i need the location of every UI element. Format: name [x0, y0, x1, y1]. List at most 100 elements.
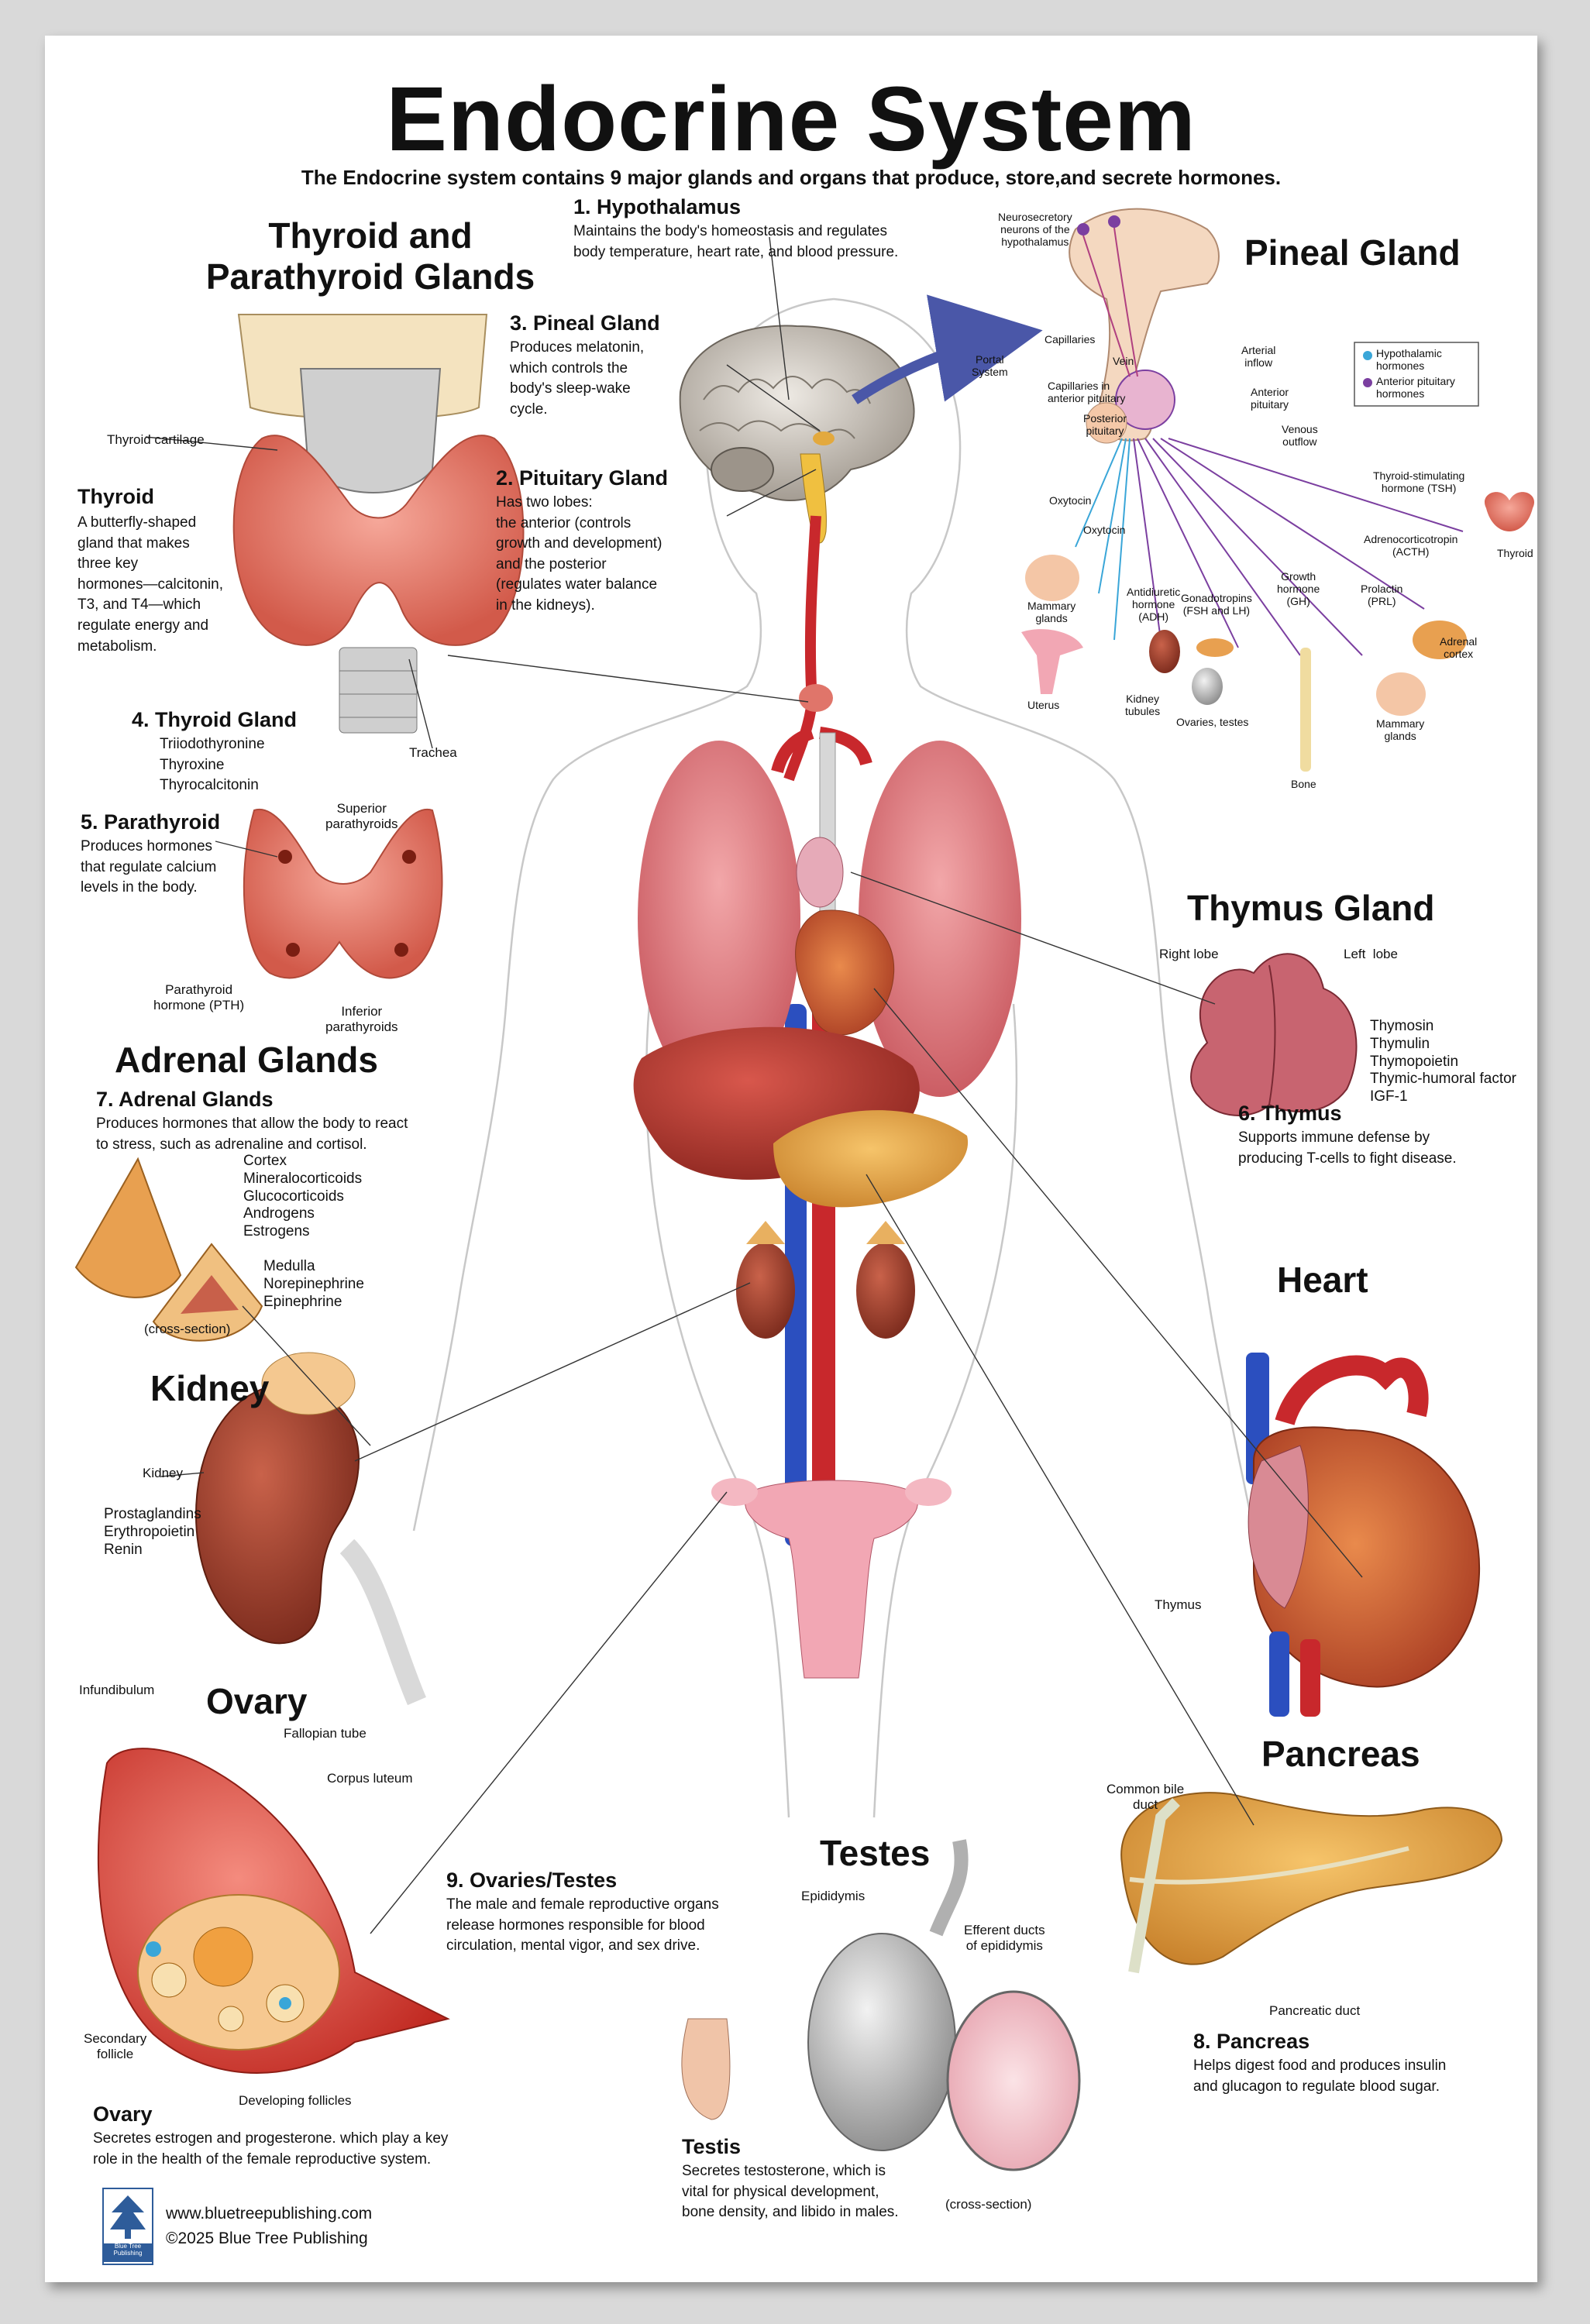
heart-thymus-label: Thymus: [1155, 1597, 1202, 1612]
fallopian-label: Fallopian tube: [284, 1726, 367, 1741]
efferent-ducts-label: Efferent ducts of epididymis: [964, 1923, 1045, 1954]
gonadotropins-label: Gonadotropins (FSH and LH): [1181, 592, 1252, 617]
adrenal-heading: Adrenal Glands: [115, 1040, 378, 1080]
hypothalamus-desc: Maintains the body's homeostasis and reg…: [573, 223, 899, 260]
uterus-label: Uterus: [1027, 699, 1060, 711]
capillaries-label: Capillaries: [1045, 333, 1096, 346]
parathyroid-desc: Produces hormones that regulate calcium …: [81, 838, 217, 896]
thyroid-illustration: [232, 314, 525, 734]
thyroid-desc: A butterfly-shaped gland that makes thre…: [77, 514, 223, 655]
footer-url[interactable]: www.bluetreepublishing.com: [166, 2205, 373, 2223]
adrenal-desc: Produces hormones that allow the body to…: [96, 1116, 408, 1153]
ovary-title: Ovary: [93, 2102, 153, 2126]
prolactin-label: Prolactin (PRL): [1361, 583, 1403, 608]
testis-cross-section: (cross-section): [945, 2197, 1032, 2212]
pineal-hormone-lines: [1075, 438, 1464, 656]
portal-system-label: Portal System: [972, 353, 1008, 379]
pineal-item-desc: Produces melatonin, which controls the b…: [510, 339, 645, 418]
page-title: Endocrine System: [386, 68, 1196, 170]
pineal-target-organs: [1021, 492, 1535, 772]
bone-label: Bone: [1291, 778, 1316, 790]
thymus-illustration: [1190, 953, 1358, 1116]
pancreas-title: 8. Pancreas: [1193, 2030, 1310, 2053]
pineal-legend-box: [1354, 342, 1479, 407]
thymus-hormones: Thymosin Thymulin Thymopoietin Thymic-hu…: [1370, 1018, 1516, 1105]
pituitary-desc: Has two lobes: the anterior (controls gr…: [496, 494, 662, 614]
pancreatic-duct-label: Pancreatic duct: [1269, 2003, 1361, 2018]
testes-illustration: [681, 1839, 1081, 2171]
right-lobe-label: Right lobe: [1159, 947, 1219, 961]
pineal-diagram: [1069, 208, 1220, 444]
thyroid-gland-hormones: Triiodothyronine Thyroxine Thyrocalciton…: [160, 736, 265, 794]
heart-illustration: [1246, 1353, 1480, 1717]
epididymis-label: Epididymis: [801, 1889, 866, 1903]
thyroid-gland-title: 4. Thyroid Gland: [132, 708, 298, 731]
mammary-glands-label-1: Mammary glands: [1027, 600, 1076, 625]
tree-logo-icon: [110, 2195, 146, 2239]
kidney-illustration: [195, 1352, 426, 1706]
pancreas-illustration: [1120, 1792, 1503, 1974]
footer-copyright: ©2025 Blue Tree Publishing: [166, 2229, 368, 2247]
publisher-logo: Blue Tree Publishing: [102, 2188, 153, 2265]
anterior-pituitary-label: Anterior pituitary: [1251, 386, 1289, 411]
ovary-heading: Ovary: [206, 1681, 308, 1721]
corpus-luteum-label: Corpus luteum: [327, 1771, 413, 1786]
adrenal-cortex-list: Cortex Mineralocorticoids Glucocorticoid…: [243, 1153, 363, 1240]
adrenal-cross-section: (cross-section): [144, 1322, 231, 1336]
parathyroid-title: 5. Parathyroid: [81, 810, 221, 834]
kidney-tubules-label: Kidney tubules: [1125, 693, 1161, 718]
brain-illustration: [679, 325, 915, 544]
superior-parathyroids-label: Superior parathyroids: [325, 801, 398, 832]
pancreas-heading: Pancreas: [1261, 1734, 1420, 1774]
left-lobe-label: Left lobe: [1344, 947, 1398, 961]
thymus-title: 6. Thymus: [1238, 1102, 1342, 1125]
oxytocin-label-2: Oxytocin: [1083, 524, 1126, 536]
page-subtitle: The Endocrine system contains 9 major gl…: [301, 166, 1282, 189]
logo-text: Blue Tree Publishing: [104, 2243, 152, 2262]
arrow-to-pineal: [852, 294, 1043, 404]
common-bile-duct-label: Common bile duct: [1106, 1782, 1185, 1813]
pancreas-desc: Helps digest food and produces insulin a…: [1193, 2058, 1447, 2095]
oxytocin-label-1: Oxytocin: [1049, 494, 1092, 507]
vein-label: Vein: [1113, 355, 1134, 367]
leader-lines: [145, 236, 1363, 1934]
right-lung: [859, 741, 1021, 1097]
pituitary-title: 2. Pituitary Gland: [496, 466, 669, 490]
capillaries-anterior-label: Capillaries in anterior pituitary: [1048, 380, 1126, 405]
developing-follicles-label: Developing follicles: [239, 2093, 352, 2108]
ovaries-testes-label: Ovaries, testes: [1176, 716, 1249, 728]
pancreas-body: [773, 1110, 969, 1208]
adrenal-illustration: [74, 1157, 263, 1342]
pineal-heading: Pineal Gland: [1244, 232, 1461, 273]
testis-desc: Secretes testosterone, which is vital fo…: [682, 2163, 899, 2221]
kidney-heading: Kidney: [150, 1368, 270, 1408]
pth-label: Parathyroid hormone (PTH): [153, 982, 245, 1013]
secondary-follicle-label: Secondary follicle: [84, 2031, 147, 2062]
adh-label: Antidiuretic hormone (ADH): [1127, 586, 1181, 624]
adrenal-medulla-list: Medulla Norepinephrine Epinephrine: [263, 1258, 364, 1310]
venous-outflow-label: Venous outflow: [1282, 423, 1318, 449]
ovary-desc: Secretes estrogen and progesterone. whic…: [93, 2130, 449, 2168]
ovaries-testes-title: 9. Ovaries/Testes: [446, 1868, 618, 1892]
left-lung: [638, 741, 800, 1097]
parathyroid-illustration: [243, 808, 443, 979]
tsh-label: Thyroid-stimulating hormone (TSH): [1373, 469, 1465, 495]
legend-hypothalamic: Hypothalamic hormones: [1376, 347, 1442, 373]
neurosecretory-label: Neurosecretory neurons of the hypothalam…: [998, 211, 1072, 249]
inferior-parathyroids-label: Inferior parathyroids: [325, 1004, 398, 1035]
thyroid-heading: Thyroid and Parathyroid Glands: [205, 215, 535, 297]
kidney-hormones: Prostaglandins Erythropoietin Renin: [104, 1506, 201, 1558]
poster: Endocrine System The Endocrine system co…: [45, 36, 1537, 2282]
mammary-glands-label-2: Mammary glands: [1376, 717, 1425, 743]
body-silhouette: [412, 297, 1255, 1818]
hypothalamus-title: 1. Hypothalamus: [573, 195, 742, 218]
thyroid-title: Thyroid: [77, 485, 154, 508]
trachea-label: Trachea: [409, 745, 457, 760]
illustration-canvas: [74, 208, 1535, 2171]
arterial-inflow-label: Arterial inflow: [1241, 344, 1276, 370]
adrenal-title: 7. Adrenal Glands: [96, 1088, 274, 1111]
acth-label: Adrenocorticotropin (ACTH): [1364, 533, 1458, 559]
testes-heading: Testes: [820, 1833, 931, 1873]
posterior-pituitary-label: Posterior pituitary: [1083, 412, 1127, 438]
heart-heading: Heart: [1277, 1260, 1368, 1300]
